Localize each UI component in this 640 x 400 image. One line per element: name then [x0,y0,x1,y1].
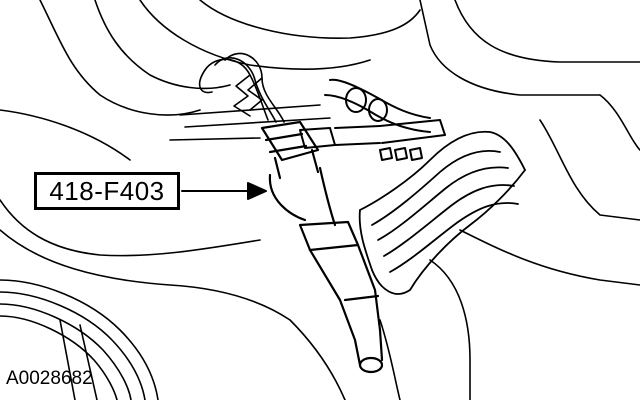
pulley-belt [0,279,159,400]
sensor-body [299,78,446,161]
wire-harness [198,52,285,123]
socket-tool [260,120,384,374]
figure-id-label: A0028682 [6,368,93,389]
part-callout-label: 418-F403 [34,172,180,210]
protective-cloth [358,130,526,295]
callout-leader [181,182,267,200]
